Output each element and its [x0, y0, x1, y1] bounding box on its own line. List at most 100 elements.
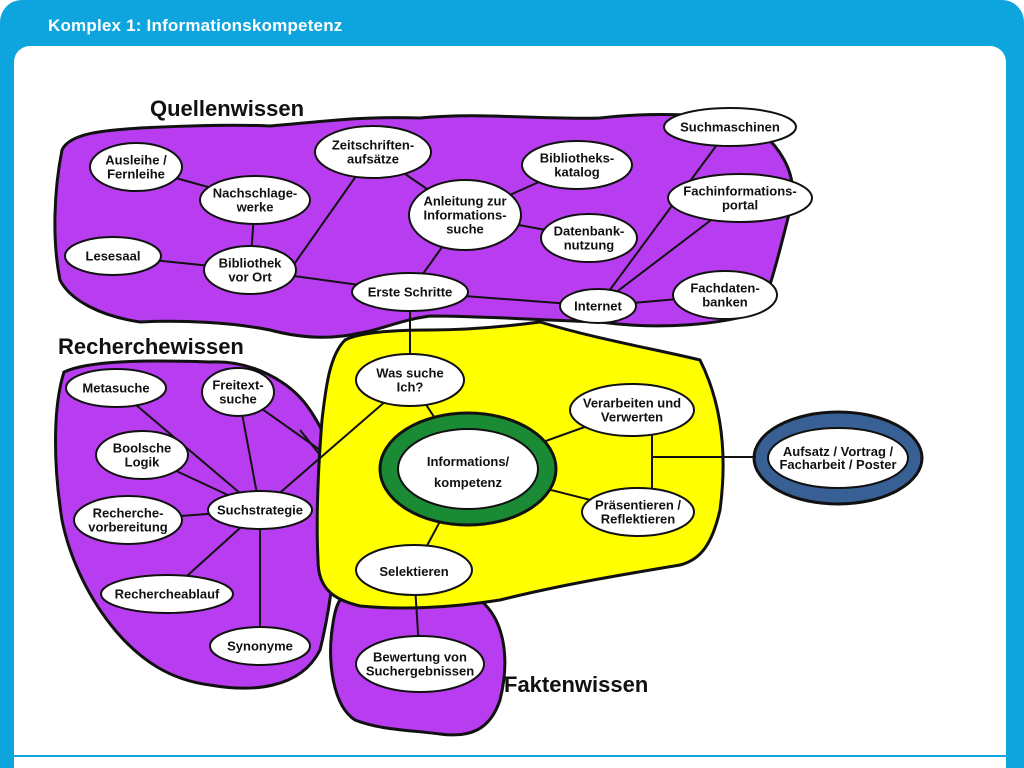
node-ausleihe[interactable]: Ausleihe /Fernleihe: [89, 142, 183, 192]
node-bibliothekskatalog[interactable]: Bibliotheks-katalog: [521, 140, 633, 190]
node-praesentieren[interactable]: Präsentieren /Reflektieren: [581, 487, 695, 537]
node-shape: [581, 487, 695, 537]
node-shape: [89, 142, 183, 192]
node-shape: [100, 574, 234, 614]
node-label: banken: [702, 295, 748, 310]
node-shape: [355, 635, 485, 693]
node-metasuche[interactable]: Metasuche: [65, 368, 167, 408]
node-shape: [199, 175, 311, 225]
node-label: Bibliotheks-: [540, 151, 614, 166]
node-label: Was suche: [376, 366, 443, 381]
node-shape: [64, 236, 162, 276]
node-aufsatz[interactable]: Aufsatz / Vortrag /Facharbeit / Poster: [767, 427, 909, 489]
node-label: Informations-: [423, 208, 506, 223]
node-freitextsuche[interactable]: Freitext-suche: [201, 367, 275, 417]
node-internet[interactable]: Internet: [559, 288, 637, 324]
node-shape: [540, 213, 638, 263]
node-shape: [355, 544, 473, 596]
node-suchmaschinen[interactable]: Suchmaschinen: [663, 107, 797, 147]
node-label: Metasuche: [82, 381, 149, 396]
node-shape: [355, 353, 465, 407]
node-shape: [408, 179, 522, 251]
node-label: Präsentieren /: [595, 498, 681, 513]
node-label: Nachschlage-: [213, 186, 298, 201]
node-label: portal: [722, 198, 758, 213]
node-label: Suchmaschinen: [680, 120, 780, 135]
node-label: Fachinformations-: [683, 184, 796, 199]
node-label: Aufsatz / Vortrag /: [783, 444, 894, 459]
section-faktenwissen: Faktenwissen: [504, 672, 648, 697]
node-label: Recherche-: [93, 506, 164, 521]
node-label: suche: [219, 392, 257, 407]
node-label: Synonyme: [227, 639, 293, 654]
node-label: Boolsche: [113, 441, 172, 456]
node-label: Ich?: [397, 380, 424, 395]
node-label: vor Ort: [228, 270, 272, 285]
node-shape: [767, 427, 909, 489]
node-label: Anleitung zur: [423, 194, 506, 209]
node-label: Suchergebnissen: [366, 664, 474, 679]
node-label: aufsätze: [347, 152, 399, 167]
node-label: Facharbeit / Poster: [779, 457, 896, 472]
node-label: Lesesaal: [86, 249, 141, 264]
node-shape: [559, 288, 637, 324]
node-lesesaal[interactable]: Lesesaal: [64, 236, 162, 276]
divider: [14, 755, 1006, 757]
node-shape: [73, 495, 183, 545]
node-label: Reflektieren: [601, 512, 675, 527]
node-label: Erste Schritte: [368, 285, 453, 300]
node-label: Datenbank-: [554, 224, 625, 239]
node-shape: [201, 367, 275, 417]
node-label: Freitext-: [212, 378, 263, 393]
node-label: Ausleihe /: [105, 153, 167, 168]
node-zeitschriften[interactable]: Zeitschriften-aufsätze: [314, 125, 432, 179]
node-erste-schritte[interactable]: Erste Schritte: [351, 272, 469, 312]
node-fachdatenbanken[interactable]: Fachdaten-banken: [672, 270, 778, 320]
node-label: Internet: [574, 299, 622, 314]
node-shape: [65, 368, 167, 408]
node-label: suche: [446, 222, 484, 237]
node-shape: [521, 140, 633, 190]
node-shape: [207, 490, 313, 530]
node-recherchevorbereitung[interactable]: Recherche-vorbereitung: [73, 495, 183, 545]
center-label-1: Informations/: [427, 454, 510, 469]
node-label: nutzung: [564, 238, 615, 253]
node-synonyme[interactable]: Synonyme: [209, 626, 311, 666]
page-title: Komplex 1: Informationskompetenz: [48, 16, 343, 35]
center-label-2: kompetenz: [434, 475, 502, 490]
node-rechercheablauf[interactable]: Rechercheablauf: [100, 574, 234, 614]
node-shape: [95, 430, 189, 480]
node-layer: Ausleihe /Fernleihe Zeitschriften-aufsätz…: [64, 107, 909, 693]
node-label: Zeitschriften-: [332, 138, 414, 153]
section-quellenwissen: Quellenwissen: [150, 96, 304, 121]
section-recherchewissen: Recherchewissen: [58, 334, 244, 359]
node-label: Bewertung von: [373, 650, 467, 665]
center-node[interactable]: [397, 428, 539, 510]
node-label: Verarbeiten und: [583, 396, 681, 411]
node-suchstrategie[interactable]: Suchstrategie: [207, 490, 313, 530]
node-shape: [314, 125, 432, 179]
node-shape: [351, 272, 469, 312]
node-shape: [667, 173, 813, 223]
node-label: katalog: [554, 165, 600, 180]
node-datenbanknutzung[interactable]: Datenbank-nutzung: [540, 213, 638, 263]
node-label: Logik: [125, 455, 160, 470]
node-label: Rechercheablauf: [115, 587, 220, 602]
node-label: werke: [236, 200, 274, 215]
node-selektieren[interactable]: Selektieren: [355, 544, 473, 596]
node-label: Fernleihe: [107, 167, 165, 182]
node-label: Fachdaten-: [690, 281, 759, 296]
node-label: vorbereitung: [88, 520, 168, 535]
node-shape: [663, 107, 797, 147]
node-fachinformationsportal[interactable]: Fachinformations-portal: [667, 173, 813, 223]
node-nachschlagewerke[interactable]: Nachschlage-werke: [199, 175, 311, 225]
node-label: Selektieren: [379, 564, 448, 579]
node-shape: [203, 245, 297, 295]
